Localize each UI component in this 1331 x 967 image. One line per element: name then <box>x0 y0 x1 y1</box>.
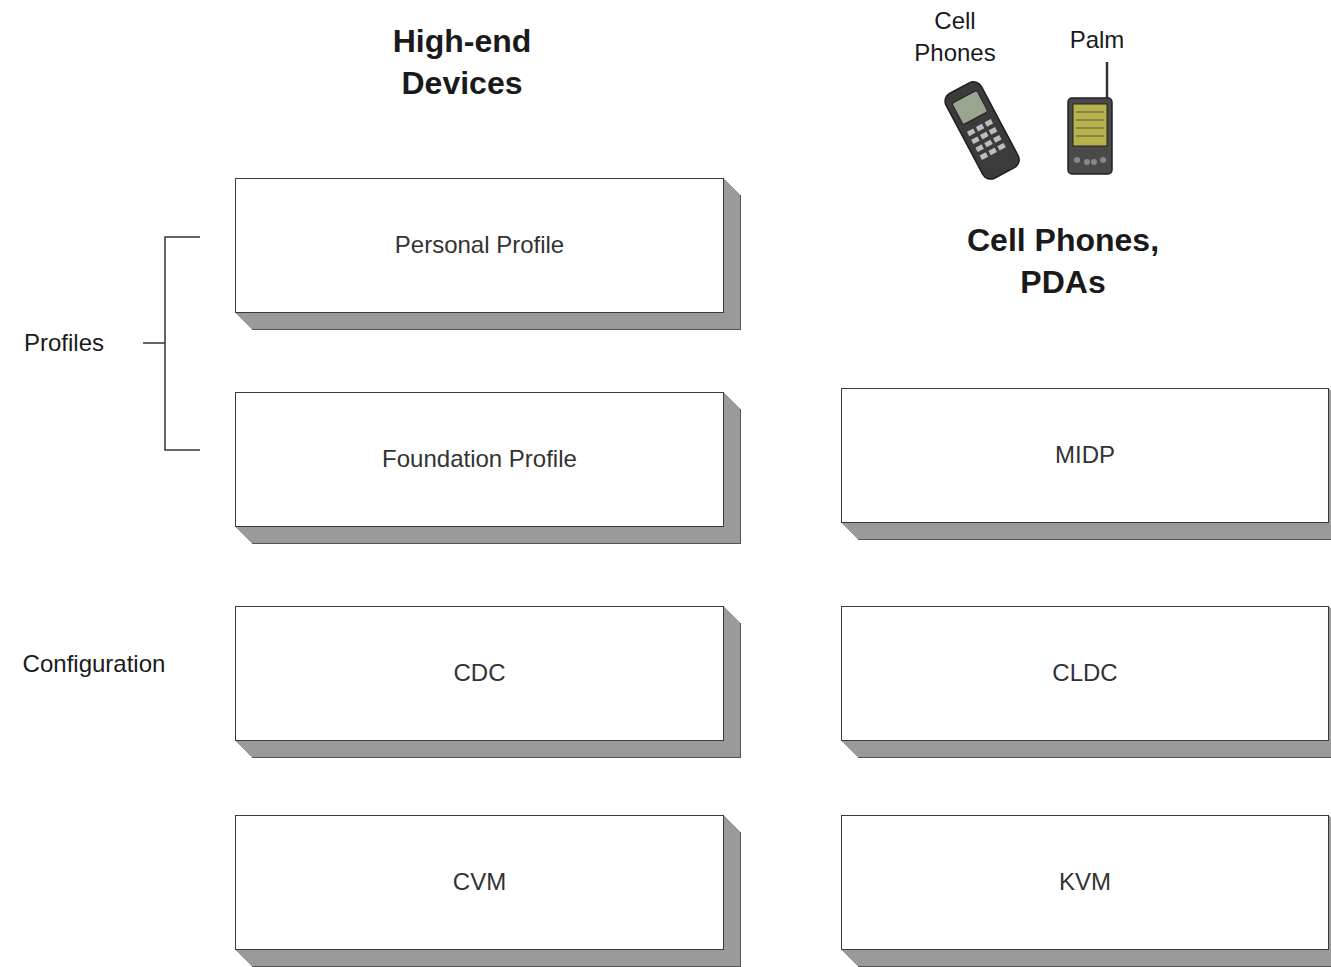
box-text-group: CDC <box>444 657 516 689</box>
palm-icon <box>1068 62 1112 174</box>
layer-label: Configuration <box>4 648 184 680</box>
box-label: CVM <box>443 866 516 898</box>
box-text-group: CVM <box>443 866 516 898</box>
layer-box: Foundation Profile <box>235 392 724 527</box>
box-text-group: KVM <box>1049 866 1121 898</box>
box-text-group: CLDC <box>1042 657 1127 689</box>
column-heading: Cell Phones, PDAs <box>943 220 1183 303</box>
layer-box: CDC <box>235 606 724 741</box>
layer-box: CVM <box>235 815 724 950</box>
box-label: KVM <box>1049 866 1121 898</box>
bracket-line <box>165 237 200 450</box>
device-label: Cell Phones <box>905 5 1005 70</box>
box-label: MIDP <box>1045 439 1125 471</box>
palm-buttons <box>1074 157 1106 165</box>
palm-body <box>1068 98 1112 174</box>
phone-keys <box>967 119 1006 160</box>
box-label: Personal Profile <box>385 229 574 261</box>
column-heading: High-end Devices <box>352 21 572 104</box>
cell-phone-icon <box>942 79 1022 183</box>
profiles-bracket <box>143 237 200 450</box>
layer-box: CLDC <box>841 606 1329 741</box>
phone-screen <box>952 90 988 124</box>
box-label: Foundation Profile <box>372 443 587 475</box>
phone-body <box>942 79 1022 183</box>
box-label: CDC <box>444 657 516 689</box>
palm-antenna <box>1106 62 1109 100</box>
layer-box: KVM <box>841 815 1329 950</box>
layer-label: Profiles <box>4 327 124 359</box>
box-text-group: Foundation Profile <box>372 443 587 475</box>
layer-box: Personal Profile <box>235 178 724 313</box>
box-text-group: Personal Profile <box>385 229 574 261</box>
box-label: CLDC <box>1042 657 1127 689</box>
device-label: Palm <box>1052 24 1142 56</box>
bracket-tick <box>143 342 165 344</box>
palm-screen <box>1073 104 1107 146</box>
box-text-group: MIDP <box>1045 439 1125 471</box>
palm-screen-lines <box>1076 112 1104 136</box>
layer-box: MIDP <box>841 388 1329 523</box>
